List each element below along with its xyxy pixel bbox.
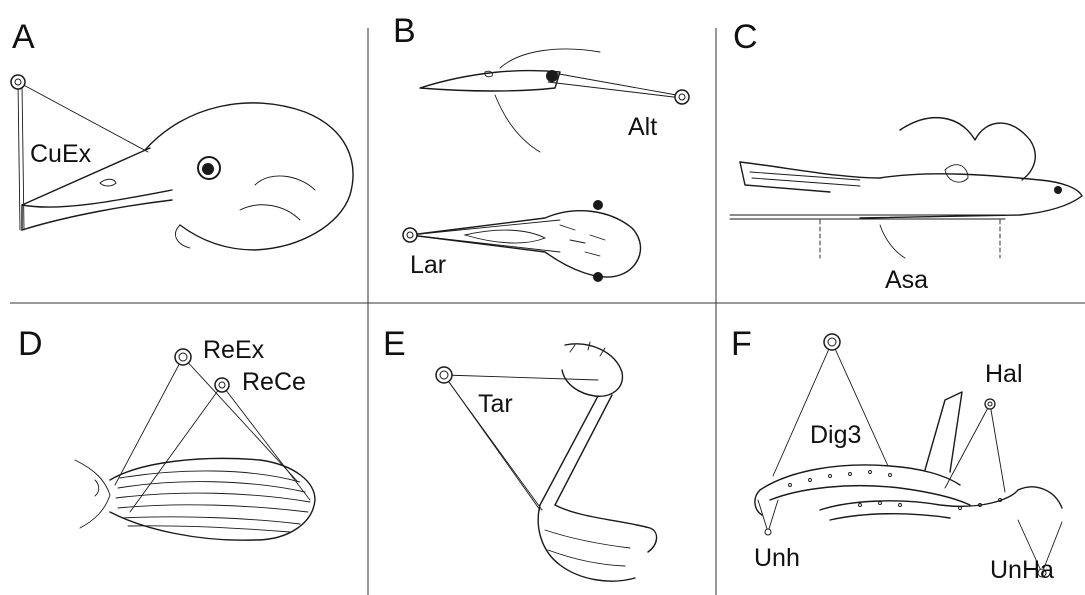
- caliper-lar: [403, 220, 560, 252]
- panel-f: F: [731, 325, 1062, 584]
- bird-in-hand-illustration: [740, 118, 1082, 258]
- panel-e: E Tar: [383, 325, 657, 581]
- panel-f-letter: F: [731, 325, 752, 363]
- panel-d-letter: D: [18, 325, 43, 363]
- panel-b: B Alt Lar: [393, 12, 689, 282]
- panel-e-letter: E: [383, 325, 406, 363]
- label-unh: Unh: [754, 544, 800, 572]
- label-dig3: Dig3: [810, 421, 861, 449]
- label-tar: Tar: [478, 390, 513, 418]
- label-cuex: CuEx: [30, 140, 92, 168]
- panel-dividers: [10, 28, 1085, 595]
- panel-c: C Asa: [730, 18, 1082, 294]
- caliper-rece: [130, 378, 310, 512]
- leg-illustration: [538, 342, 656, 581]
- caliper-alt: [548, 72, 689, 104]
- label-lar: Lar: [410, 251, 446, 279]
- caliper-unh: [758, 500, 778, 535]
- bird-head-illustration: [22, 103, 353, 250]
- panel-d: D ReEx ReCe: [18, 325, 315, 540]
- panel-b-letter: B: [393, 12, 416, 50]
- bird-head-side-illustration: [420, 49, 600, 152]
- ruler-asa: [730, 215, 1005, 258]
- label-reex: ReEx: [203, 336, 265, 364]
- caliper-dig3: [773, 334, 888, 476]
- label-alt: Alt: [628, 113, 657, 141]
- tail-feathers-illustration: [75, 458, 315, 540]
- foot-illustration: [755, 392, 1062, 520]
- panel-a-letter: A: [12, 18, 35, 56]
- label-hal: Hal: [985, 360, 1023, 388]
- panel-c-letter: C: [733, 18, 758, 56]
- label-asa: Asa: [885, 266, 928, 294]
- label-unha: UnHa: [990, 556, 1054, 584]
- label-rece: ReCe: [242, 368, 306, 396]
- panel-a: A CuEx: [11, 18, 353, 250]
